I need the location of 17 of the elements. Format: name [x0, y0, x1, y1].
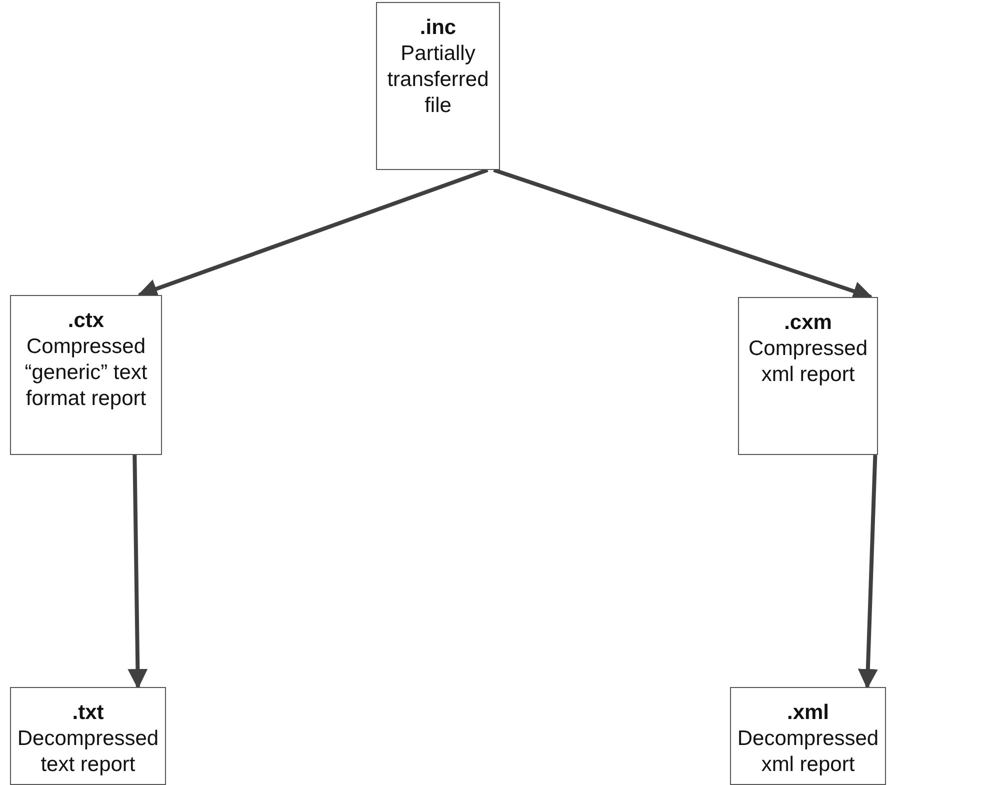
arrow	[858, 454, 878, 689]
arrow	[128, 454, 148, 689]
file-box	[730, 687, 886, 785]
file-description: Partially transferred file	[386, 41, 490, 119]
file-description: Compressed xml report	[747, 336, 869, 388]
file-description: Decompressed text report	[17, 726, 159, 778]
file-extension: .xml	[786, 700, 830, 726]
file-box	[10, 295, 162, 455]
file-extension: .ctx	[66, 308, 106, 334]
file-extension: .cxm	[783, 310, 833, 336]
file-box	[376, 2, 500, 170]
file-description: Compressed “generic” text format report	[24, 334, 148, 412]
file-description: Decompressed xml report	[737, 726, 879, 778]
file-extension: .inc	[418, 15, 458, 41]
file-box	[738, 297, 878, 455]
file-extension: .txt	[71, 700, 105, 726]
file-box	[10, 687, 166, 785]
